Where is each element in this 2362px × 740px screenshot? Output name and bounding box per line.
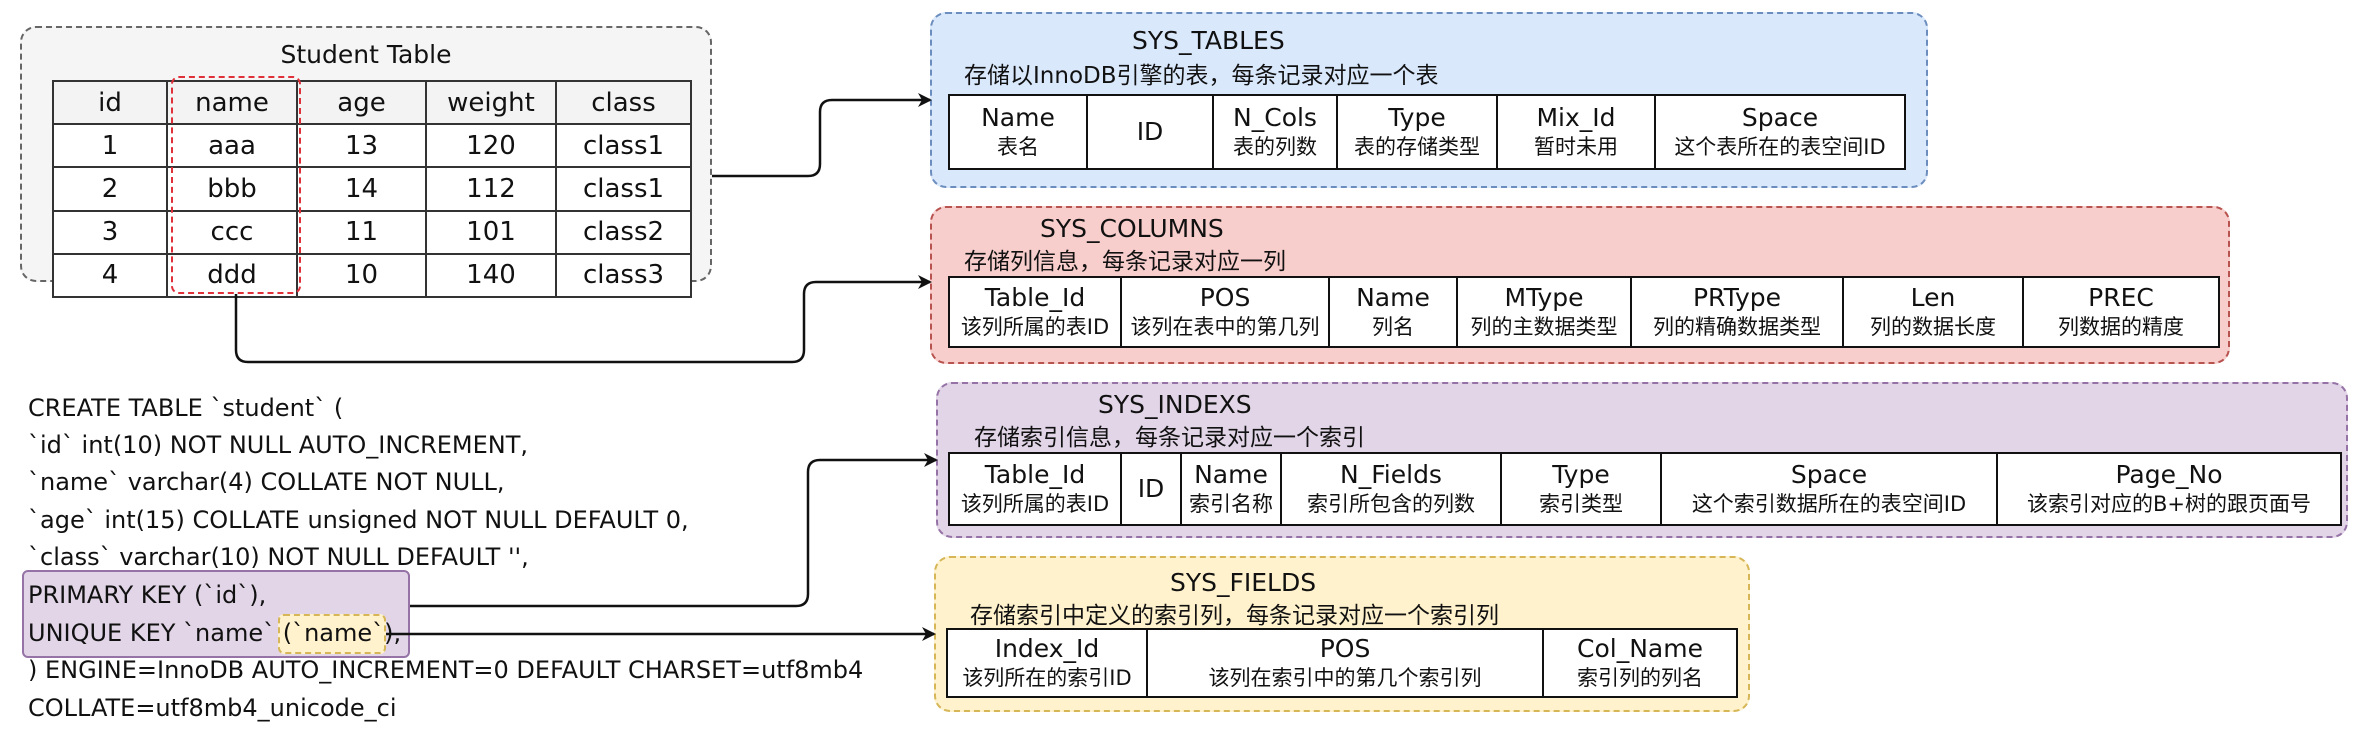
- sys-tables-title: SYS_TABLES: [1132, 26, 1285, 55]
- arrow-name-column-to-sys-columns: [234, 275, 932, 364]
- sql-line-6: PRIMARY KEY (`id`),: [28, 581, 267, 609]
- col-header-class: class: [555, 79, 692, 126]
- sql-line-3: `name` varchar(4) COLLATE NOT NULL,: [28, 468, 505, 496]
- sys-columns-desc: 存储列信息，每条记录对应一列: [964, 249, 1286, 275]
- sql-line-8: ) ENGINE=InnoDB AUTO_INCREMENT=0 DEFAULT…: [28, 656, 864, 684]
- sys-indexs-title: SYS_INDEXS: [1098, 390, 1252, 419]
- sys-tables-desc: 存储以InnoDB引擎的表，每条记录对应一个表: [964, 63, 1439, 89]
- sys-fields-desc: 存储索引中定义的索引列，每条记录对应一个索引列: [970, 603, 1499, 629]
- sql-unique-key-prefix: UNIQUE KEY `name`: [28, 619, 283, 647]
- sql-line-4: `age` int(15) COLLATE unsigned NOT NULL …: [28, 506, 689, 534]
- table-cell: 2: [52, 166, 168, 212]
- student-table: id name age weight class 1 aaa 13 120 cl…: [52, 79, 692, 299]
- table-cell: class2: [555, 209, 692, 255]
- table-cell: class3: [555, 252, 692, 299]
- col-header-name: name: [166, 79, 298, 126]
- arrow-primary-key-to-sys-indexs: [410, 453, 938, 608]
- table-row: 3 ccc 11 101 class2: [52, 209, 692, 255]
- table-cell: 112: [425, 166, 557, 212]
- table-cell: bbb: [166, 166, 298, 212]
- student-table-title: Student Table: [280, 40, 452, 69]
- table-cell: 14: [296, 166, 427, 212]
- student-table-header: id name age weight class: [52, 79, 692, 126]
- table-cell: 4: [52, 252, 168, 299]
- table-cell: ccc: [166, 209, 298, 255]
- name-column-highlight: [171, 76, 301, 294]
- sql-line-7: UNIQUE KEY `name` (`name`),: [28, 618, 401, 648]
- unique-key-column-highlight: [278, 614, 386, 654]
- sys-indexs-cell-id: ID: [1120, 452, 1182, 526]
- table-cell: ddd: [166, 252, 298, 299]
- arrow-student-to-sys-tables: [712, 93, 932, 178]
- sql-line-5: `class` varchar(10) NOT NULL DEFAULT '',: [28, 543, 529, 571]
- table-row: 4 ddd 10 140 class3: [52, 252, 692, 299]
- sql-unique-key-column: (`name`),: [282, 619, 402, 647]
- col-header-weight: weight: [425, 79, 557, 126]
- sys-fields-title: SYS_FIELDS: [1170, 568, 1317, 597]
- sql-line-1: CREATE TABLE `student` (: [28, 394, 344, 422]
- table-row: 1 aaa 13 120 class1: [52, 123, 692, 169]
- table-cell: 13: [296, 123, 427, 169]
- table-cell: 120: [425, 123, 557, 169]
- table-row: 2 bbb 14 112 class1: [52, 166, 692, 212]
- table-cell: 3: [52, 209, 168, 255]
- sql-line-9: COLLATE=utf8mb4_unicode_ci: [28, 694, 397, 722]
- table-cell: 140: [425, 252, 557, 299]
- col-header-id: id: [52, 79, 168, 126]
- sys-columns-title: SYS_COLUMNS: [1040, 214, 1224, 243]
- sys-tables-cell-id: ID: [1086, 94, 1214, 170]
- table-cell: class1: [555, 123, 692, 169]
- table-cell: 101: [425, 209, 557, 255]
- table-cell: 11: [296, 209, 427, 255]
- table-cell: class1: [555, 166, 692, 212]
- col-header-age: age: [296, 79, 427, 126]
- table-cell: 10: [296, 252, 427, 299]
- table-cell: 1: [52, 123, 168, 169]
- sys-indexs-desc: 存储索引信息，每条记录对应一个索引: [974, 425, 1365, 451]
- table-cell: aaa: [166, 123, 298, 169]
- sql-line-2: `id` int(10) NOT NULL AUTO_INCREMENT,: [28, 431, 529, 459]
